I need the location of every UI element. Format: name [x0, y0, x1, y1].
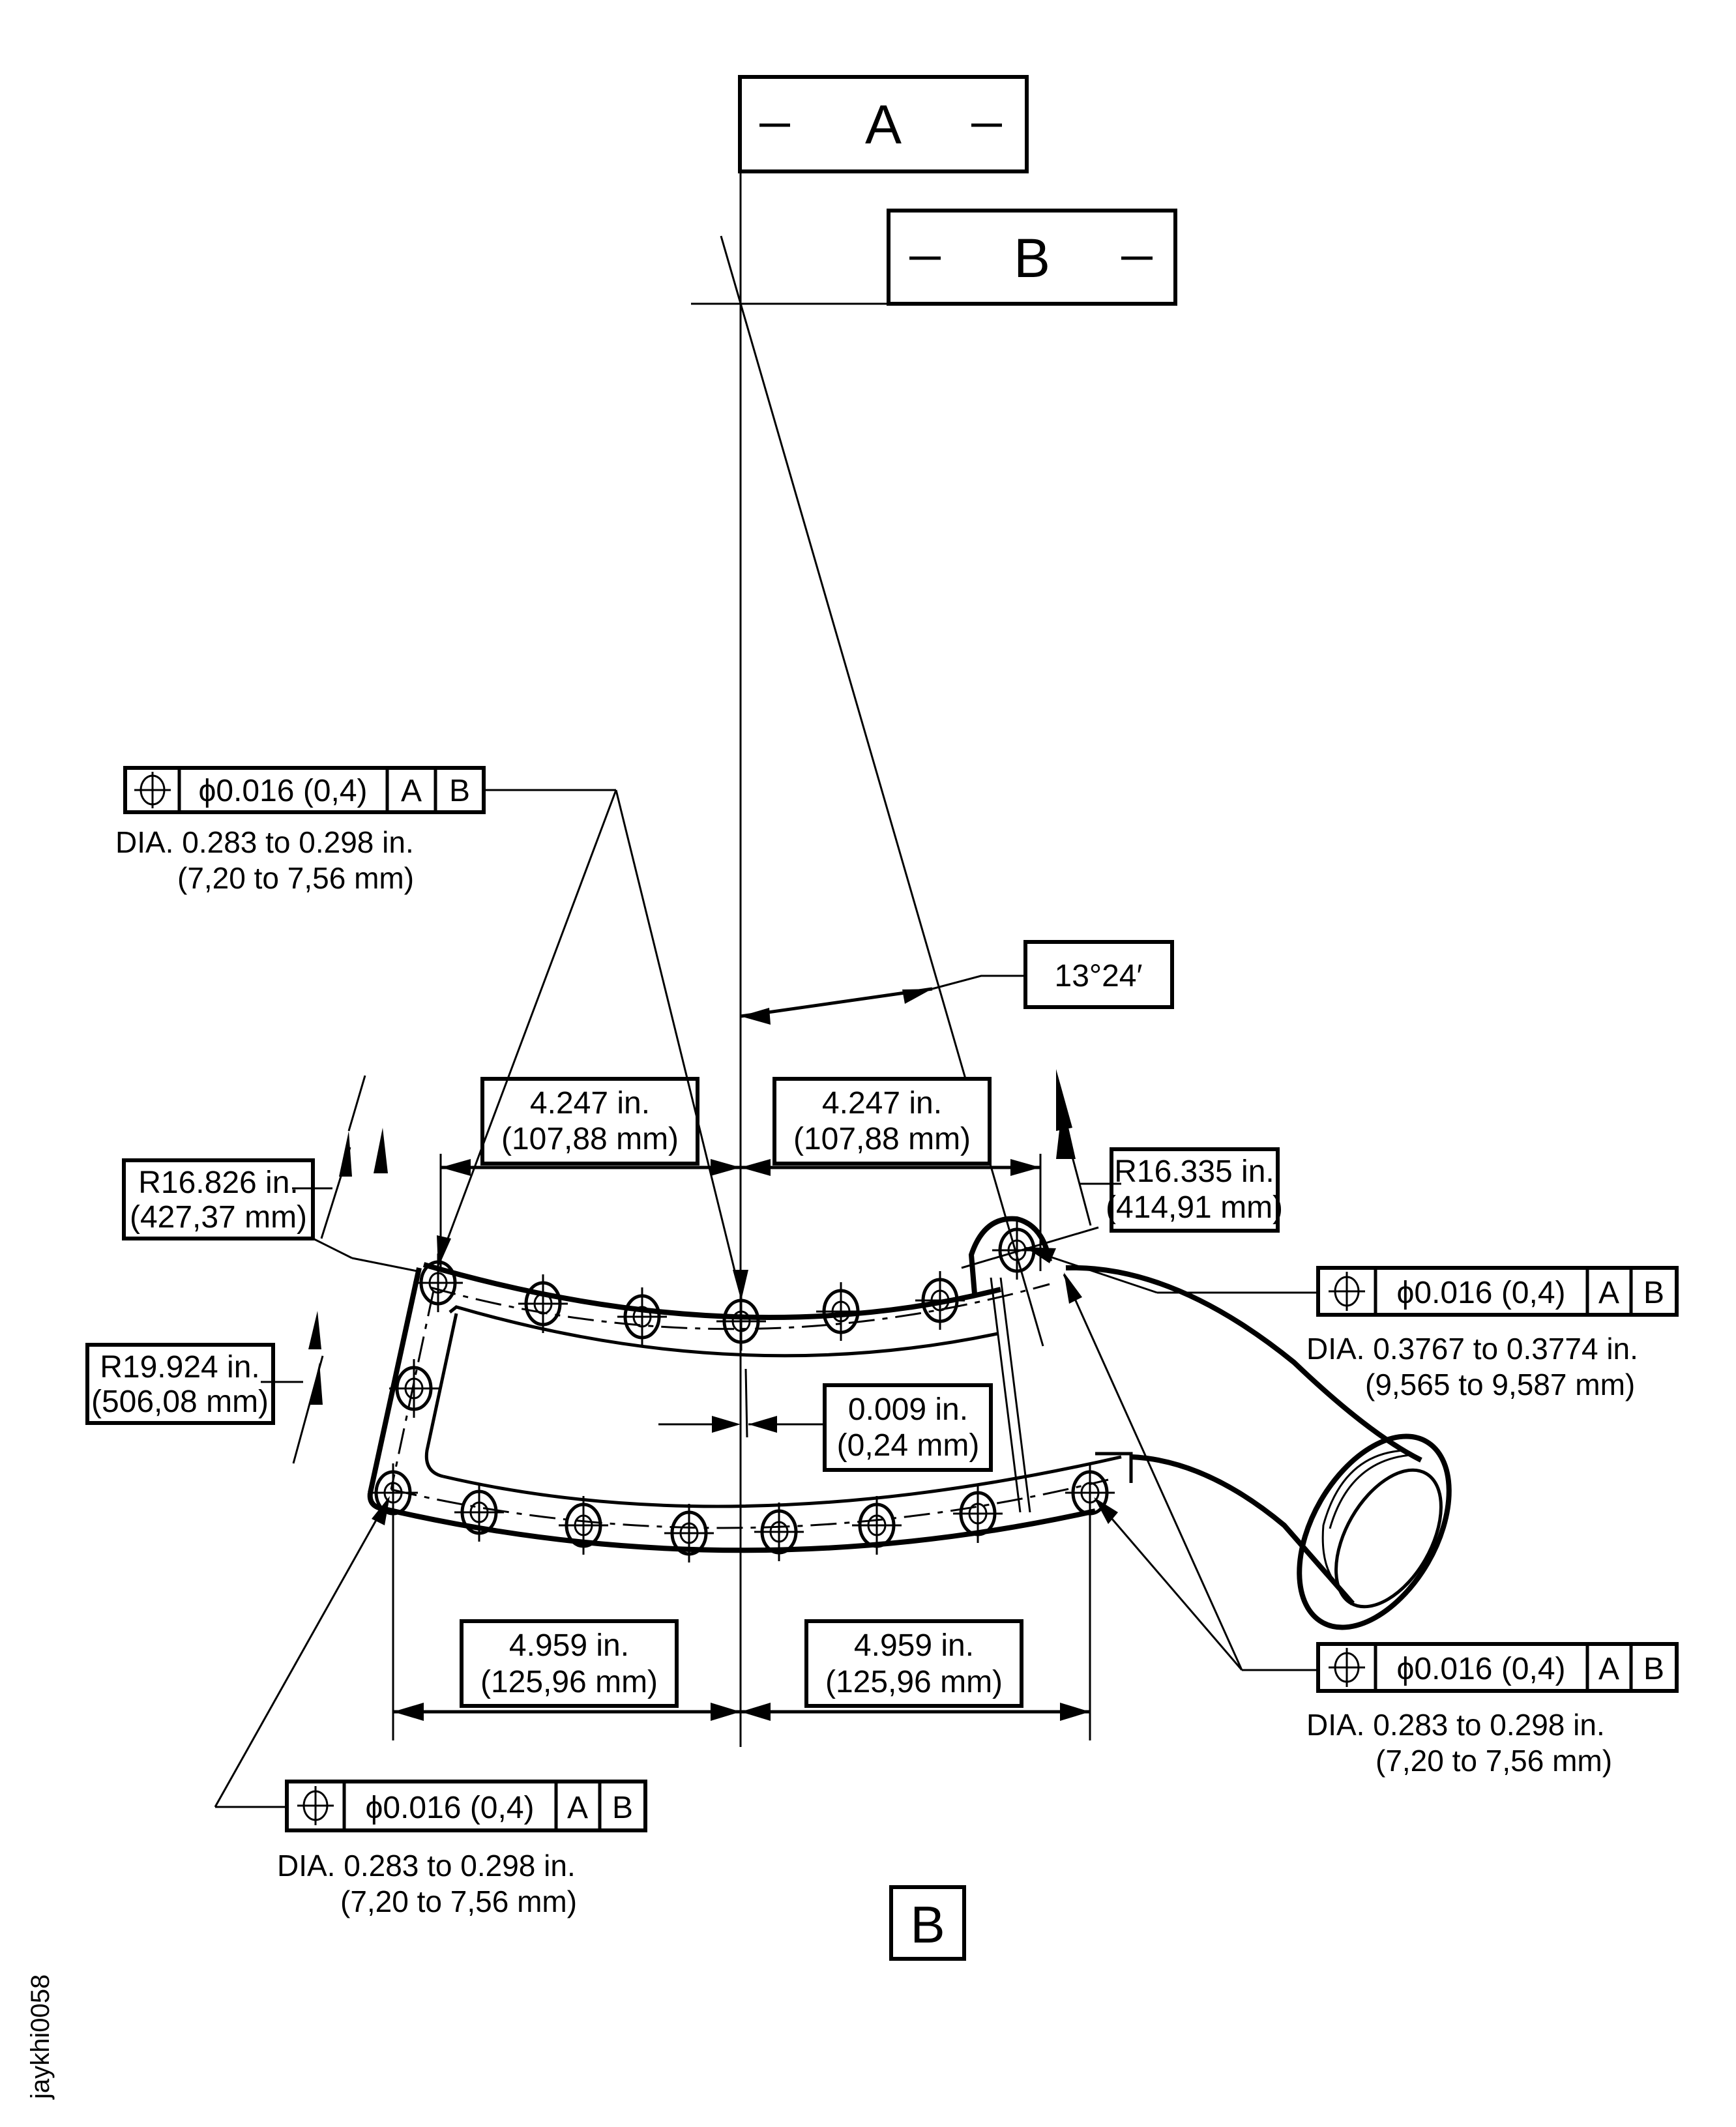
radius-r3: R16.335 in. (414,91 mm) [961, 1069, 1283, 1269]
fcf3-tolerance: ϕ0.016 (0,4) [1396, 1652, 1565, 1686]
radius-r1: R16.826 in. (427,37 mm) [122, 1075, 418, 1272]
feature-control-frame-2: ϕ0.016 (0,4) A B DIA. 0.3767 to 0.3774 i… [1306, 1266, 1679, 1401]
dim-upper-right-in: 4.247 in. [822, 1086, 942, 1121]
bolt-hole [389, 1359, 439, 1418]
bolt-hole [559, 1496, 608, 1555]
feature-control-frame-4: ϕ0.016 (0,4) A B DIA. 0.283 to 0.298 in.… [277, 1780, 647, 1918]
fcf1-datum-b: B [449, 774, 470, 808]
fcf2-datum-b: B [1643, 1276, 1664, 1310]
elbow-pipe [1065, 1265, 1452, 1630]
fcf1-note-in: DIA. 0.283 to 0.298 in. [115, 825, 414, 859]
fcf4-datum-a: A [567, 1791, 588, 1825]
radius-r3-mm: (414,91 mm) [1106, 1190, 1283, 1225]
dimension-upper-left: 4.247 in. (107,88 mm) [439, 1077, 741, 1271]
radius-r2-mm: (506,08 mm) [91, 1385, 269, 1419]
position-icon [297, 1786, 334, 1825]
view-label-letter: B [910, 1896, 945, 1954]
angled-reference-line [720, 235, 1044, 1347]
fcf2-note-in: DIA. 0.3767 to 0.3774 in. [1306, 1332, 1638, 1366]
leader-lines [214, 789, 1323, 1808]
view-label-b: B [889, 1885, 966, 1961]
fcf1-datum-a: A [401, 774, 422, 808]
fcf1-note-mm: (7,20 to 7,56 mm) [177, 861, 414, 895]
bolt-hole [915, 1271, 965, 1330]
dimension-lower-right: 4.959 in. (125,96 mm) [741, 1493, 1091, 1740]
dim-upper-left-mm: (107,88 mm) [501, 1122, 679, 1156]
bolt-hole [454, 1483, 504, 1542]
feature-control-frame-3: ϕ0.016 (0,4) A B DIA. 0.283 to 0.298 in.… [1306, 1642, 1679, 1778]
dim-lower-right-in: 4.959 in. [854, 1628, 974, 1663]
fcf4-datum-b: B [612, 1791, 633, 1825]
radius-r1-in: R16.826 in. [138, 1166, 299, 1200]
fcf3-datum-a: A [1598, 1652, 1619, 1686]
fcf4-note-mm: (7,20 to 7,56 mm) [340, 1885, 577, 1918]
fcf3-datum-b: B [1643, 1652, 1664, 1686]
radius-r2-in: R19.924 in. [100, 1350, 260, 1385]
dim-offset-mm: (0,24 mm) [837, 1428, 980, 1463]
drawing-id-label: jaykhi0058 [26, 1974, 55, 2100]
datum-b-frame: B [887, 209, 1177, 306]
datum-a-letter: A [865, 94, 902, 155]
bolt-hole [816, 1282, 866, 1341]
fcf3-note-mm: (7,20 to 7,56 mm) [1376, 1744, 1612, 1778]
angle-value: 13°24′ [1055, 959, 1143, 993]
dim-lower-right-mm: (125,96 mm) [825, 1665, 1003, 1699]
position-icon [1329, 1648, 1365, 1687]
dim-lower-left-mm: (125,96 mm) [480, 1665, 658, 1699]
fcf4-tolerance: ϕ0.016 (0,4) [365, 1791, 534, 1825]
fcf2-datum-a: A [1598, 1276, 1619, 1310]
dimension-upper-right: 4.247 in. (107,88 mm) [741, 1077, 1042, 1271]
dimension-lower-left: 4.959 in. (125,96 mm) [392, 1493, 741, 1740]
dim-upper-right-mm: (107,88 mm) [793, 1122, 971, 1156]
fcf2-tolerance: ϕ0.016 (0,4) [1396, 1276, 1565, 1310]
radius-r1-mm: (427,37 mm) [130, 1200, 307, 1235]
radius-r3-in: R16.335 in. [1114, 1154, 1274, 1189]
position-icon [134, 772, 171, 808]
datum-b-letter: B [1014, 227, 1050, 289]
radius-r2: R19.924 in. (506,08 mm) [85, 1311, 324, 1464]
bolt-hole [518, 1274, 568, 1333]
feature-control-frame-1: ϕ0.016 (0,4) A B DIA. 0.283 to 0.298 in.… [115, 766, 486, 895]
bolt-hole [716, 1292, 766, 1351]
dim-offset-in: 0.009 in. [848, 1392, 968, 1427]
position-icon [1329, 1272, 1365, 1311]
bolt-hole [1065, 1463, 1115, 1522]
bolt-hole [368, 1463, 418, 1522]
angle-dimension: 13°24′ [740, 940, 1174, 1025]
datum-a-frame: A [738, 75, 1029, 173]
dim-lower-left-in: 4.959 in. [509, 1628, 629, 1663]
fcf4-note-in: DIA. 0.283 to 0.298 in. [277, 1849, 576, 1883]
bolt-hole [664, 1504, 714, 1562]
bolt-hole [617, 1287, 667, 1346]
fcf1-tolerance: ϕ0.016 (0,4) [198, 774, 367, 808]
bolt-holes [368, 1221, 1115, 1562]
dim-upper-left-in: 4.247 in. [530, 1086, 650, 1121]
fcf3-note-in: DIA. 0.283 to 0.298 in. [1306, 1708, 1605, 1742]
bolt-hole [754, 1503, 804, 1561]
dimension-offset: 0.009 in. (0,24 mm) [658, 1368, 993, 1472]
bolt-hole [852, 1496, 902, 1555]
fcf2-note-mm: (9,565 to 9,587 mm) [1365, 1368, 1635, 1401]
bolt-hole [953, 1484, 1003, 1543]
